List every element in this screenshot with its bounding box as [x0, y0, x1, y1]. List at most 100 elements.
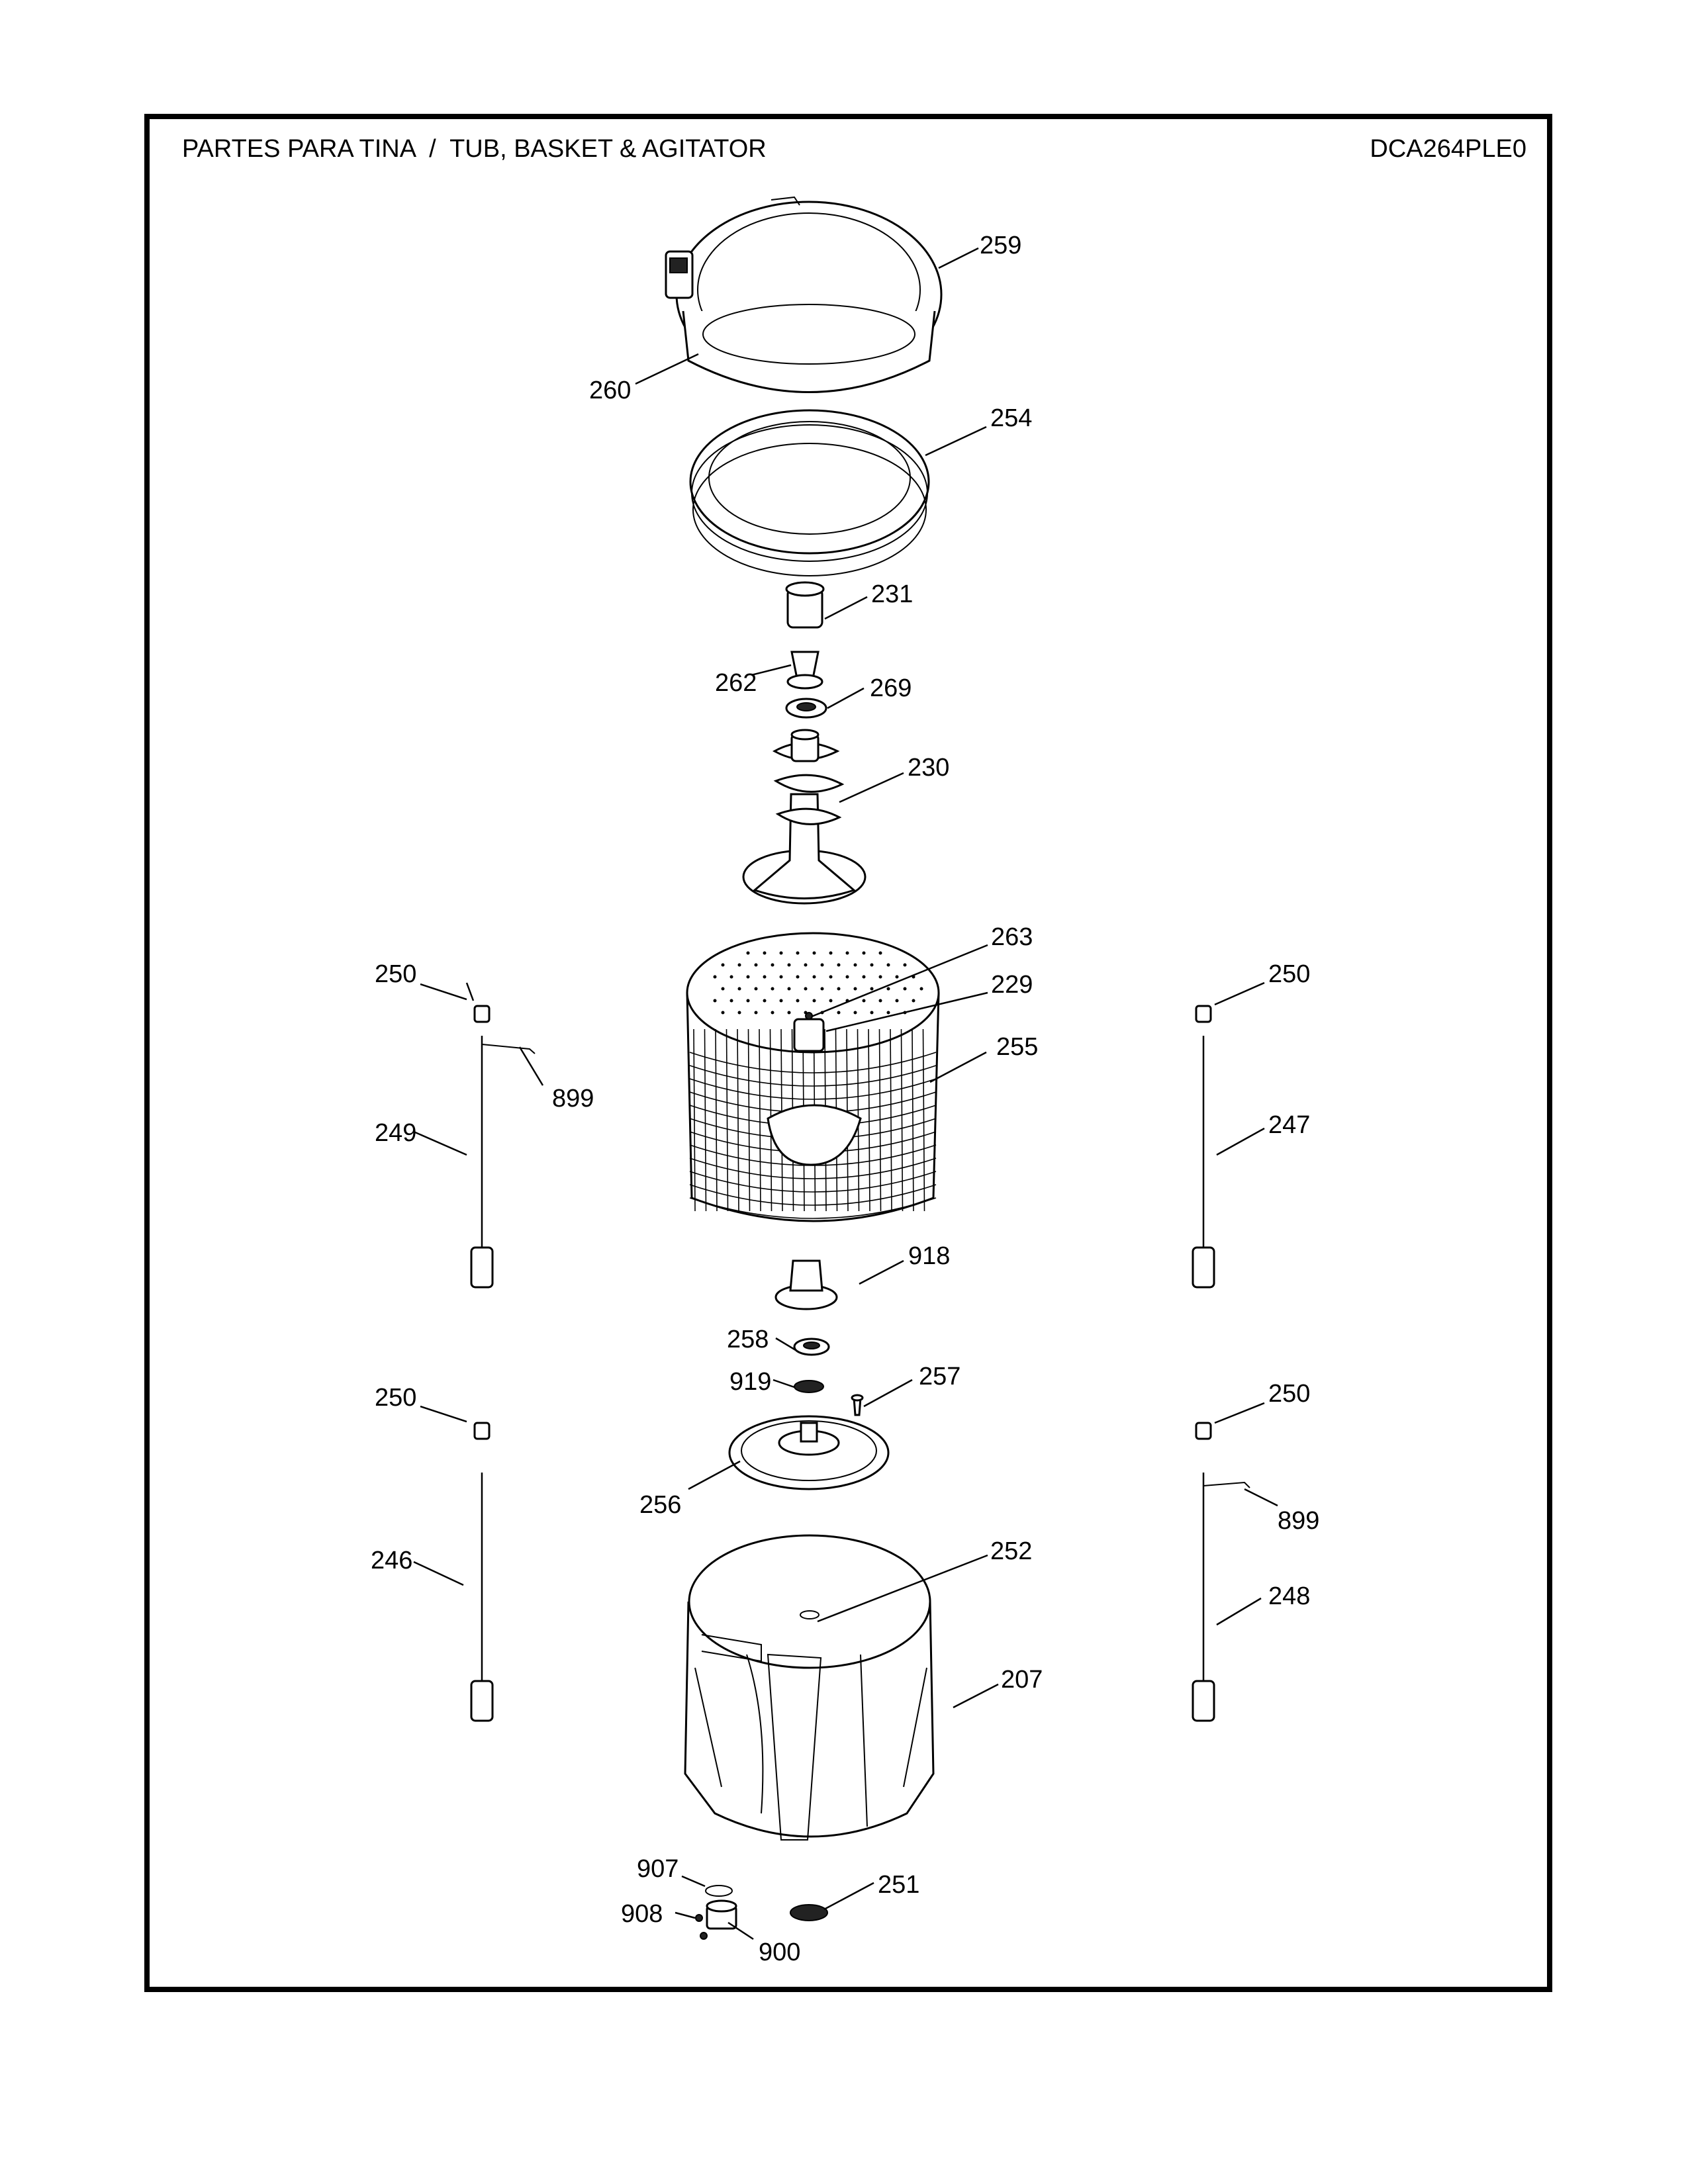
- callout-254: 254: [990, 404, 1032, 432]
- callout-229: 229: [991, 971, 1033, 999]
- basket-hole: [763, 951, 767, 955]
- callout-908: 908: [621, 1900, 663, 1928]
- callout-251: 251: [878, 1871, 919, 1899]
- basket-slat: [922, 1028, 925, 1212]
- basket-hole: [804, 987, 808, 991]
- basket-ring: [689, 1158, 937, 1179]
- balance-ring-part: [689, 409, 930, 576]
- basket-slat: [890, 1028, 892, 1212]
- basket-hole: [837, 987, 841, 991]
- basket-hole: [713, 975, 717, 979]
- basket-hole: [862, 951, 866, 955]
- basket-hole: [754, 1011, 758, 1015]
- suspension-rod-246: [470, 1422, 494, 1722]
- basket-hole: [886, 987, 890, 991]
- basket-slat: [715, 1028, 718, 1212]
- callout-248: 248: [1268, 1582, 1310, 1610]
- basket-hole: [862, 999, 866, 1003]
- callout-247: 247: [1268, 1111, 1310, 1139]
- basket-ring: [689, 1197, 937, 1219]
- callout-919: 919: [729, 1368, 771, 1396]
- basket-hole: [779, 999, 783, 1003]
- basket-slat: [704, 1028, 707, 1212]
- basket-hole: [796, 975, 800, 979]
- basket-hole: [746, 975, 750, 979]
- callout-258: 258: [727, 1326, 769, 1353]
- basket-hole: [746, 951, 750, 955]
- basket-hole: [895, 975, 899, 979]
- basket-slat: [726, 1028, 729, 1212]
- callout-249: 249: [375, 1119, 416, 1147]
- basket-hub-parts: [774, 1259, 864, 1416]
- callout-250-lower-left: 250: [375, 1384, 416, 1412]
- basket-hole: [763, 975, 767, 979]
- basket-ring: [689, 1052, 937, 1073]
- basket-ring: [689, 1171, 937, 1193]
- basket-hole: [812, 951, 816, 955]
- basket-hole: [737, 1011, 741, 1015]
- callout-250-upper-left: 250: [375, 960, 416, 988]
- agitator-hub-parts: [785, 581, 827, 719]
- basket-hole: [912, 999, 915, 1003]
- suspension-rod-247: [1192, 1005, 1215, 1289]
- basket-hole: [787, 1011, 791, 1015]
- callout-246: 246: [371, 1547, 412, 1574]
- callout-260: 260: [589, 377, 631, 404]
- basket-hole: [754, 987, 758, 991]
- basket-hole: [812, 975, 816, 979]
- basket-hole: [853, 1011, 857, 1015]
- model-number: DCA264PLE0: [1370, 135, 1526, 163]
- drain-parts: [695, 1885, 828, 1940]
- basket-hole: [845, 951, 849, 955]
- outer-tub-part: [684, 1534, 935, 1841]
- basket-hole: [820, 987, 824, 991]
- callout-230: 230: [908, 754, 949, 782]
- basket-hole: [779, 951, 783, 955]
- basket-hole: [845, 975, 849, 979]
- basket-hole: [771, 963, 774, 967]
- basket-hole: [746, 999, 750, 1003]
- basket-hole: [919, 987, 923, 991]
- basket-hole: [886, 1011, 890, 1015]
- leader-lines: [413, 247, 1278, 1940]
- basket-hole: [737, 963, 741, 967]
- basket-hole: [878, 975, 882, 979]
- suspension-rod-248: [1192, 1422, 1250, 1722]
- callout-899-upper: 899: [552, 1085, 594, 1113]
- basket-hole: [721, 1011, 725, 1015]
- basket-hole: [779, 975, 783, 979]
- basket-hole: [729, 999, 733, 1003]
- basket-hole: [853, 987, 857, 991]
- basket-hole: [878, 951, 882, 955]
- callout-900: 900: [759, 1938, 800, 1966]
- basket-hole: [903, 987, 907, 991]
- basket-slat: [868, 1028, 870, 1212]
- basket-hole: [829, 999, 833, 1003]
- basket-ring: [689, 1065, 937, 1087]
- diagram-title: PARTES PARA TINA / TUB, BASKET & AGITATO…: [182, 135, 767, 163]
- basket-hole: [853, 963, 857, 967]
- basket-hole: [729, 975, 733, 979]
- tub-cover-part: [665, 196, 943, 393]
- basket-hole: [829, 975, 833, 979]
- basket-hole: [721, 963, 725, 967]
- mounting-plate-part: [728, 1415, 890, 1490]
- callout-269: 269: [870, 674, 912, 702]
- basket-hole: [721, 987, 725, 991]
- basket-hole: [804, 1011, 808, 1015]
- basket-hole: [771, 987, 774, 991]
- wash-basket-part: [686, 932, 940, 1222]
- callout-207: 207: [1001, 1666, 1043, 1694]
- basket-ring: [689, 1078, 937, 1100]
- basket-hole: [837, 1011, 841, 1015]
- agitator-part: [742, 729, 867, 905]
- callout-263: 263: [991, 923, 1033, 951]
- basket-hole: [878, 999, 882, 1003]
- callout-256: 256: [639, 1491, 681, 1519]
- callout-252: 252: [990, 1537, 1032, 1565]
- basket-hole: [829, 951, 833, 955]
- basket-hole: [763, 999, 767, 1003]
- basket-hole: [796, 951, 800, 955]
- basket-hole: [895, 999, 899, 1003]
